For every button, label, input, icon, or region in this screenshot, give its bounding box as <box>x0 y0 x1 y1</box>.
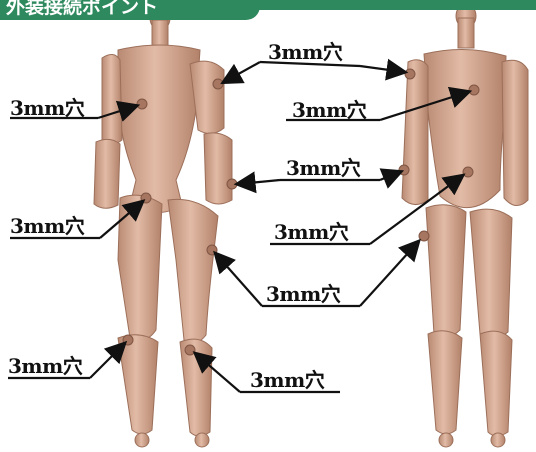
back-right-leg <box>469 208 513 339</box>
front-right-leg <box>167 198 219 344</box>
label-elbow-hole: 3mm穴 <box>286 156 361 180</box>
front-left-shin <box>117 334 159 435</box>
label-right-knee-hole: 3mm穴 <box>250 368 325 392</box>
label-shoulder-hole: 3mm穴 <box>268 40 343 64</box>
label-left-knee-hole: 3mm穴 <box>8 354 83 378</box>
back-left-arm <box>401 59 429 205</box>
front-right-arm-lower <box>203 132 233 205</box>
header-rule <box>240 0 536 10</box>
back-right-shin <box>479 330 513 437</box>
front-right-shin <box>179 338 213 437</box>
label-thigh-hole: 3mm穴 <box>266 282 341 306</box>
back-torso <box>423 49 507 209</box>
back-left-leg <box>425 204 467 338</box>
label-waist-back-hole: 3mm穴 <box>274 220 349 244</box>
label-back-hole: 3mm穴 <box>292 98 367 122</box>
label-chest-hole: 3mm穴 <box>10 96 85 120</box>
leader-lines <box>8 58 473 394</box>
back-right-arm <box>501 59 529 206</box>
back-left-shin <box>427 330 463 435</box>
front-left-arm-upper <box>101 54 123 145</box>
front-left-arm-lower <box>93 138 121 209</box>
back-figure <box>401 3 529 448</box>
page-title: 外装接続ポイント <box>0 0 260 20</box>
front-torso <box>117 44 201 213</box>
front-right-arm-upper <box>189 60 225 134</box>
label-hip-hole: 3mm穴 <box>10 214 85 238</box>
